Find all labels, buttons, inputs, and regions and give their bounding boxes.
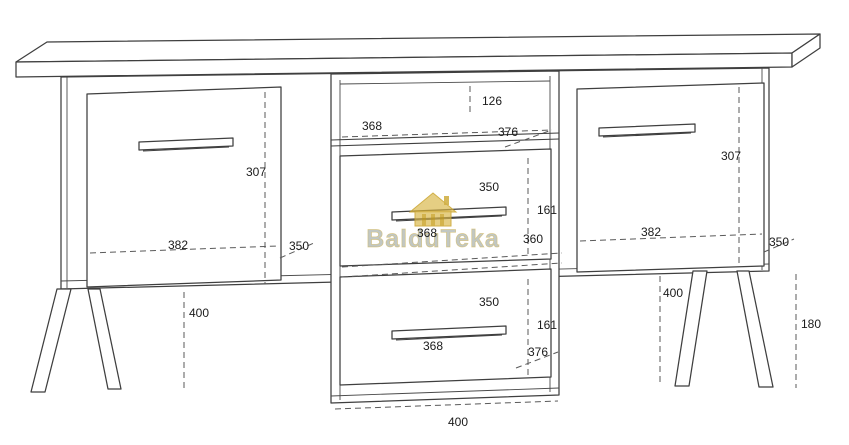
dim-middle-depth: 360 <box>523 232 543 246</box>
left-back-leg <box>87 288 122 390</box>
dim-left-inner-height: 400 <box>189 306 209 320</box>
house-icon <box>408 192 458 227</box>
dim-bottom-depth: 376 <box>528 345 548 359</box>
dim-right-door-width: 382 <box>641 225 661 239</box>
dim-top-opening-height: 126 <box>482 94 502 108</box>
right-door-handle <box>598 123 696 138</box>
dim-drawer1-front-height: 161 <box>537 203 557 217</box>
watermark: BalduTeka <box>366 192 500 253</box>
legs <box>30 270 774 393</box>
dimension-labels: 126 368 376 307 307 350 161 368 360 382 … <box>168 94 821 429</box>
dim-left-door-width: 382 <box>168 238 188 252</box>
right-back-leg <box>736 270 774 388</box>
dim-right-cabinet-depth: 350 <box>769 235 789 249</box>
dim-drawer1-opening-width: 350 <box>479 180 499 194</box>
left-front-leg <box>30 288 72 393</box>
dimension-lines <box>89 86 797 410</box>
right-door <box>576 82 765 273</box>
dim-top-depth: 376 <box>498 125 518 139</box>
watermark-text: BalduTeka <box>366 225 500 253</box>
drawer-bottom-handle <box>391 325 507 341</box>
dim-drawer2-front-height: 161 <box>537 318 557 332</box>
dim-base-width: 400 <box>448 415 468 429</box>
dim-drawer1-width: 368 <box>417 226 437 240</box>
dim-right-inner-height: 400 <box>663 286 683 300</box>
right-front-leg <box>674 270 708 387</box>
left-door <box>86 86 282 288</box>
dim-drawer2-width: 368 <box>423 339 443 353</box>
dim-shelf-opening-width: 368 <box>362 119 382 133</box>
drawer-bottom <box>339 268 552 386</box>
dim-left-door-height: 307 <box>246 165 266 179</box>
left-door-handle <box>138 137 234 152</box>
dim-drawer2-opening-width: 350 <box>479 295 499 309</box>
top-board <box>15 33 821 78</box>
dim-right-door-height: 307 <box>721 149 741 163</box>
dim-left-cabinet-depth: 350 <box>289 239 309 253</box>
dim-leg-height: 180 <box>801 317 821 331</box>
